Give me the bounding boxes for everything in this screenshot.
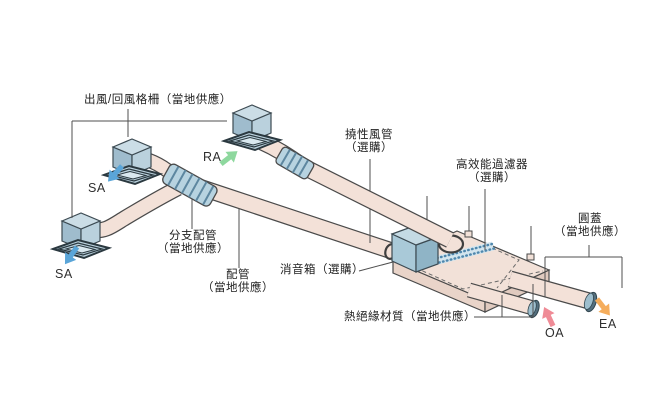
filter-label: 高效能過濾器 （選購） xyxy=(456,159,528,184)
hidden-edge-dashed xyxy=(491,247,520,289)
ra-flex-fitting xyxy=(275,146,315,180)
cassette-ra xyxy=(223,104,281,151)
hanger-tab xyxy=(464,230,473,238)
insulation-bracket xyxy=(474,284,534,318)
branch-fitting xyxy=(162,163,218,207)
grille-bracket xyxy=(71,109,227,218)
sa-lower-label: SA xyxy=(55,267,73,281)
sa-upper-label: SA xyxy=(88,181,106,195)
branch-duct-label: 分支配管 （當地供應） xyxy=(157,230,229,255)
oa-label: OA xyxy=(545,326,565,340)
ea-round-cap xyxy=(583,291,598,313)
oa-duct xyxy=(466,282,536,316)
ra-label: RA xyxy=(203,150,222,164)
round-cap-label: 圓蓋 （當地供應） xyxy=(554,213,626,238)
insulation-label: 熱絕緣材質（當地供應） xyxy=(344,311,476,323)
ea-duct xyxy=(507,270,592,310)
flex-duct-label: 撓性風管 （選購） xyxy=(345,129,393,154)
ea-label: EA xyxy=(599,317,617,331)
sa-lower-duct xyxy=(90,180,182,239)
oa-round-cap xyxy=(527,299,540,319)
cassette-sa-lower xyxy=(52,212,110,259)
hanger-tab xyxy=(526,253,535,261)
silencer-leader-line xyxy=(358,261,394,272)
round-cap-bracket xyxy=(544,245,623,297)
main-duct-lower xyxy=(193,177,395,260)
duct-label: 配管 （當地供應） xyxy=(202,269,274,294)
leader-lines xyxy=(71,109,623,318)
grille-label: 出風/回風格柵（當地供應） xyxy=(84,94,232,106)
silencer-box xyxy=(390,225,440,273)
silencer-label: 消音箱（選購） xyxy=(280,264,364,276)
